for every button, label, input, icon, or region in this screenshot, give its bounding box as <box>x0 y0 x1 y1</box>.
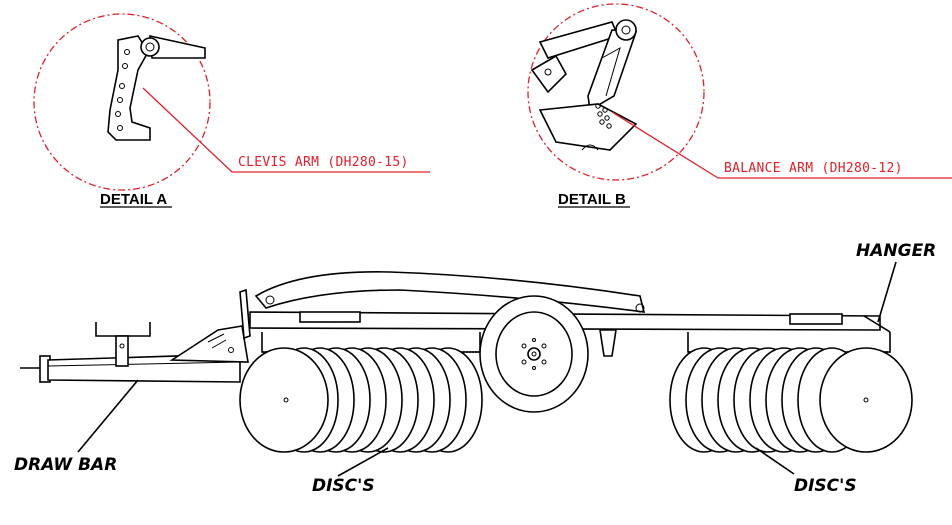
detail-a: CLEVIS ARM (DH280-15) DETAIL A <box>33 13 430 208</box>
clevis-arm-callout: CLEVIS ARM (DH280-15) <box>238 155 409 170</box>
balance-arm-callout: BALANCE ARM (DH280-12) <box>724 161 903 176</box>
draw-bar <box>20 322 249 383</box>
detail-b: BALANCE ARM (DH280-12) DETAIL B <box>527 3 952 208</box>
left-discs-label: DISC'S <box>312 476 375 496</box>
balance-arm-drawing <box>530 19 638 151</box>
right-disc-gang <box>669 347 913 453</box>
disc-harrow <box>20 261 913 477</box>
right-discs-label: DISC'S <box>794 476 857 496</box>
left-disc-gang <box>239 347 483 453</box>
draw-bar-label: DRAW BAR <box>14 455 117 475</box>
detail-b-circle <box>527 3 705 181</box>
clevis-arm-drawing <box>107 34 206 141</box>
hanger-label: HANGER <box>856 241 936 261</box>
transport-wheel <box>479 295 589 413</box>
detail-b-title: DETAIL B <box>558 191 626 208</box>
balance-arm-leader <box>611 111 952 179</box>
detail-a-title: DETAIL A <box>100 191 167 208</box>
clevis-arm-leader <box>142 87 430 173</box>
detail-a-circle <box>33 13 211 191</box>
